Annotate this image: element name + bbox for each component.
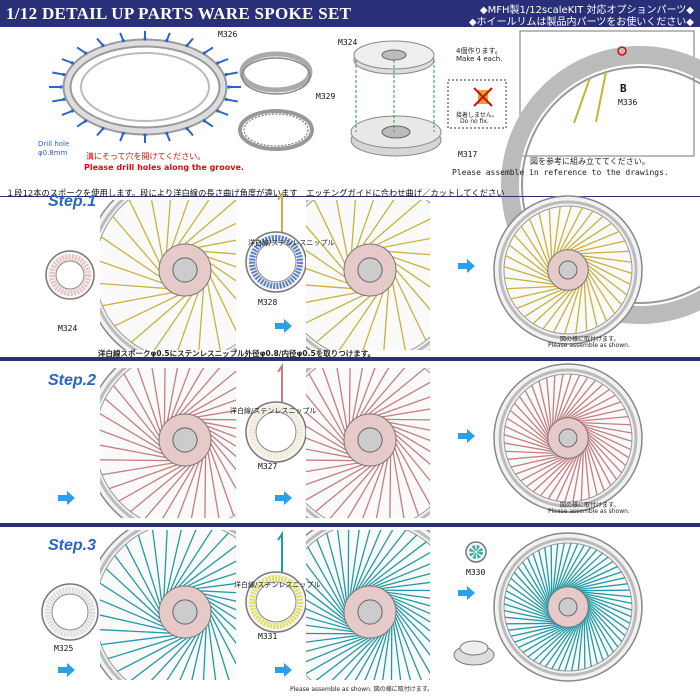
step1-wire-label: 洋白線/ステンレスニップル	[248, 239, 335, 247]
arrow-right-icon	[275, 663, 292, 677]
drilled-rim-diagram	[62, 38, 228, 136]
page-title: 1/12 DETAIL UP PARTS WARE SPOKE SET	[6, 4, 352, 23]
step-separator	[0, 523, 700, 527]
nipple-ring-m328	[245, 231, 307, 293]
hub-cap-part	[459, 640, 489, 656]
header-subtitle-2: ◆ホイールリムは製品内パーツをお使いください◆	[468, 17, 694, 28]
arrow-right-icon	[275, 491, 292, 505]
step1-fix-en: Please assemble as shown.	[548, 342, 630, 349]
step2-part-b: M327	[258, 462, 278, 471]
cap-m330-part	[465, 541, 487, 563]
arrow-right-icon	[58, 491, 75, 505]
header-subtitle-1: ◆MFH製1/12scaleKIT 対応オプションパーツ◆	[479, 5, 694, 16]
step2-fix-en: Please assemble as shown.	[548, 508, 630, 515]
ring-m329-diagram	[238, 109, 314, 151]
arrow-right-icon	[58, 663, 75, 677]
step1-fix-jp: 図の様に取付けます。	[560, 336, 620, 343]
step2-fix-jp: 図の様に取付けます。	[560, 502, 620, 509]
spoke-wire-icon	[277, 362, 283, 406]
header-bar: 1/12 DETAIL UP PARTS WARE SPOKE SET ◆MFH…	[0, 0, 700, 28]
part-label-m317: M317	[458, 150, 478, 159]
step3-part-a: M325	[54, 644, 74, 653]
part-label-m324: M324	[338, 38, 358, 47]
arrow-right-icon	[458, 429, 475, 443]
part-label-m326: M326	[218, 30, 238, 39]
step3-fix: Please assemble as shown. 図の様に取付けます。	[290, 686, 434, 693]
step2-wheel-mid	[306, 368, 430, 518]
step1-title: Step.1	[48, 193, 97, 210]
make4-en: Make 4 each.	[456, 55, 503, 63]
no-fix-box	[447, 79, 507, 129]
step1-spec: 洋白線スポークφ0.5にステンレスニップル外径φ0.8/内径φ0.5を取りつけま…	[98, 349, 376, 358]
step2-wheel-left	[100, 368, 236, 518]
part-label-b: B	[620, 82, 627, 95]
arrow-right-icon	[458, 586, 475, 600]
hub-m325-part	[41, 583, 99, 641]
step1-part-a: M324	[58, 324, 78, 333]
step3-wheel-mid	[306, 530, 430, 680]
detail-zoom-diagram	[501, 30, 700, 324]
spoke-wire-icon	[277, 190, 283, 234]
part-label-m329: M329	[316, 92, 336, 101]
step1-wheel-left	[100, 200, 236, 350]
arrow-right-icon	[275, 319, 292, 333]
step1-part-b: M328	[258, 298, 278, 307]
step3-wire-label: 洋白線/ステンレスニップル	[234, 581, 321, 589]
step2-wire-label: 洋白線/ステンレスニップル	[230, 407, 317, 415]
step2-title: Step.2	[48, 372, 97, 389]
step3-wheel-left	[100, 530, 236, 680]
step3-wheel-final	[493, 532, 643, 682]
arrow-right-icon	[458, 259, 475, 273]
assemble-jp: 図を参考に組み立ててください。	[530, 157, 650, 166]
step3-title: Step.3	[48, 537, 97, 554]
assemble-en: Please assemble in reference to the draw…	[452, 168, 669, 177]
step1-wheel-mid	[306, 200, 430, 350]
spoke-wire-icon	[277, 530, 283, 574]
drill-instruction-jp: 溝にそって穴を開けてください。	[86, 152, 206, 161]
nipple-ring-m331	[245, 571, 307, 633]
drill-hole-label: Drill hole	[38, 140, 70, 148]
drill-hole-size: φ0.8mm	[38, 149, 68, 157]
drill-instruction-en: Please drill holes along the groove.	[84, 163, 244, 172]
part-label-m336: M336	[618, 98, 638, 107]
drill-arrow-icon	[49, 31, 241, 143]
nipple-ring-m327	[245, 401, 307, 463]
no-fix-jp: 接着しません。	[456, 112, 498, 119]
step-separator	[0, 357, 700, 361]
spoke-instruction: １段12本のスポークを使用します。段により洋白線の長さ曲げ角度が違います エッチ…	[6, 188, 505, 198]
step2-wheel-final	[493, 363, 643, 513]
hub-stack-diagram	[350, 40, 442, 157]
ring-m326-diagram	[239, 51, 313, 95]
step1-wheel-final	[493, 195, 643, 345]
make4-jp: 4個作ります。	[456, 47, 502, 55]
no-fix-en: Do no fix.	[460, 118, 489, 125]
hub-m324-part	[45, 250, 95, 300]
step3-part-b: M331	[258, 632, 278, 641]
step3-part-c: M330	[466, 568, 486, 577]
